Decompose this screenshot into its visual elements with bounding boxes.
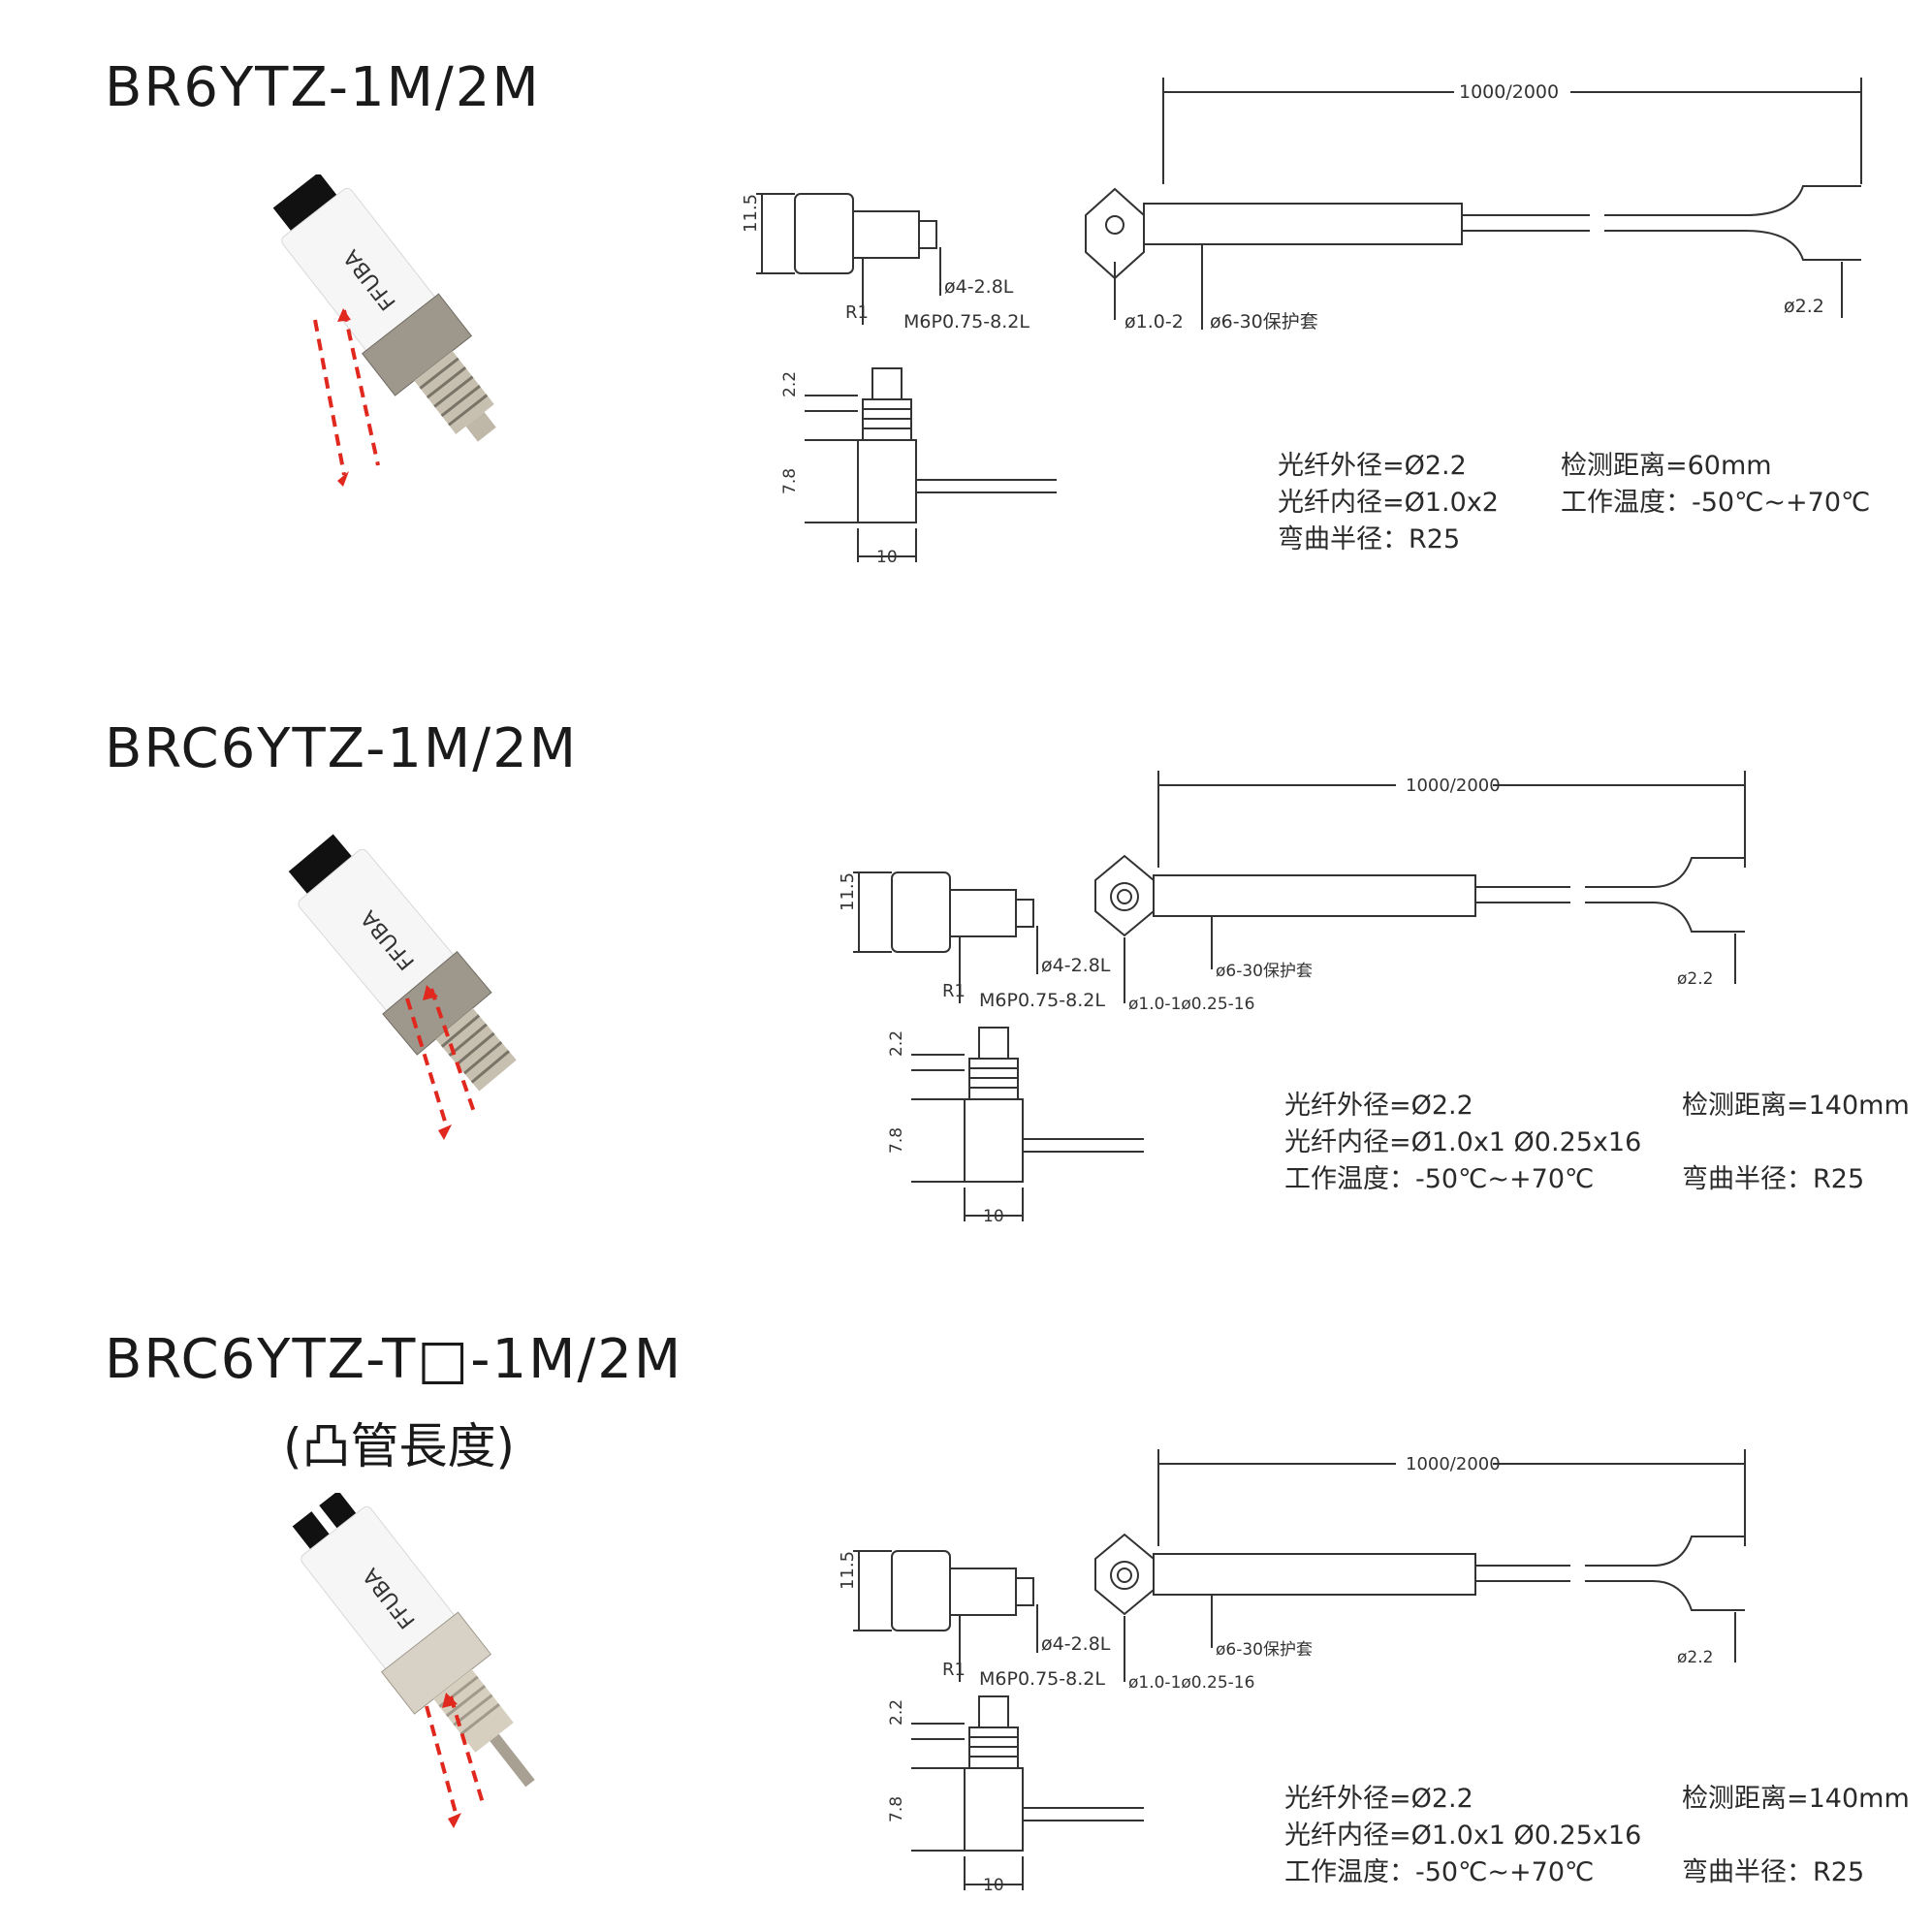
spec-line: 弯曲半径：R25 bbox=[1278, 524, 1461, 554]
section-1: BR6YTZ-1M/2M FFUBA bbox=[0, 0, 1932, 640]
product-photo: FFUBA bbox=[292, 1493, 535, 1828]
section-3: BRC6YTZ-T□-1M/2M (凸管長度) FFUBA bbox=[0, 1299, 1932, 1932]
side-body-label: 7.8 bbox=[887, 1127, 906, 1154]
length-label: 1000/2000 bbox=[1406, 776, 1501, 796]
spec-line: 工作温度：-50℃~+70℃ bbox=[1284, 1164, 1595, 1194]
spec-line: 光纤内径=Ø1.0x1 Ø0.25x16 bbox=[1284, 1821, 1642, 1851]
side-top-label: 2.2 bbox=[780, 371, 800, 397]
cable-drawing: 1000/2000 ø1.0-2 ø6-30保护套 ø2.2 bbox=[1085, 78, 1862, 333]
head-dia-label: ø1.0-2 bbox=[1124, 311, 1184, 333]
product-title: BR6YTZ-1M/2M bbox=[105, 56, 541, 119]
spec-line: 工作温度：-50℃~+70℃ bbox=[1561, 488, 1871, 518]
sleeve-label: ø6-30保护套 bbox=[1210, 311, 1318, 333]
top-view-drawing: 11.5 ø4-2.8L R1 M6P0.75-8.2L bbox=[741, 193, 1029, 333]
cable-drawing: 1000/2000 ø6-30保护套 ø1.0-1ø0.25-16 ø2.2 bbox=[1094, 1449, 1746, 1692]
top-view-drawing: 11.5 ø4-2.8L R1 M6P0.75-8.2L bbox=[838, 871, 1111, 1011]
radius-label: R1 bbox=[845, 302, 869, 323]
side-view-drawing: 2.2 7.8 10 bbox=[780, 367, 1057, 567]
spec-line: 光纤内径=Ø1.0x2 bbox=[1278, 488, 1499, 518]
thread-label: M6P0.75-8.2L bbox=[979, 990, 1105, 1011]
spec-line: 光纤外径=Ø2.2 bbox=[1284, 1784, 1473, 1814]
tip-dia-label: ø4-2.8L bbox=[1041, 955, 1111, 976]
spec-line: 弯曲半径：R25 bbox=[1682, 1857, 1865, 1887]
top-height-label: 11.5 bbox=[838, 872, 858, 911]
side-width-label: 10 bbox=[983, 1876, 1004, 1895]
section-2: BRC6YTZ-1M/2M FFUBA bbox=[0, 659, 1932, 1299]
top-height-label: 11.5 bbox=[838, 1551, 858, 1590]
side-body-label: 7.8 bbox=[887, 1796, 906, 1822]
sleeve-label: ø6-30保护套 bbox=[1216, 1640, 1313, 1660]
spec-line: 检测距离=60mm bbox=[1561, 451, 1772, 481]
spec-line: 光纤外径=Ø2.2 bbox=[1278, 451, 1467, 481]
specs-right: 检测距离=60mm 工作温度：-50℃~+70℃ bbox=[1561, 448, 1870, 522]
product-photo: FFUBA bbox=[288, 834, 517, 1140]
radius-label: R1 bbox=[942, 1660, 966, 1680]
thread-label: M6P0.75-8.2L bbox=[979, 1668, 1105, 1690]
tip-dia-label: ø4-2.8L bbox=[1041, 1633, 1111, 1655]
radius-label: R1 bbox=[942, 981, 966, 1001]
side-body-label: 7.8 bbox=[780, 468, 800, 494]
side-width-label: 10 bbox=[876, 548, 898, 567]
specs-right: 检测距离=140mm 弯曲半径：R25 bbox=[1682, 1781, 1910, 1891]
product-title: BRC6YTZ-T□-1M/2M bbox=[105, 1328, 683, 1391]
specs-left: 光纤外径=Ø2.2 光纤内径=Ø1.0x1 Ø0.25x16 工作温度：-50℃… bbox=[1284, 1088, 1641, 1198]
specs-right: 检测距离=140mm 弯曲半径：R25 bbox=[1682, 1088, 1910, 1198]
top-height-label: 11.5 bbox=[741, 194, 761, 233]
spec-line bbox=[1682, 1124, 1910, 1161]
side-top-label: 2.2 bbox=[887, 1699, 906, 1726]
spec-line: 弯曲半径：R25 bbox=[1682, 1164, 1865, 1194]
side-view-drawing: 2.2 7.8 10 bbox=[887, 1695, 1144, 1895]
spec-line: 工作温度：-50℃~+70℃ bbox=[1284, 1857, 1595, 1887]
product-photo: FFUBA bbox=[272, 174, 496, 487]
length-label: 1000/2000 bbox=[1406, 1454, 1501, 1474]
specs-left: 光纤外径=Ø2.2 光纤内径=Ø1.0x2 弯曲半径：R25 bbox=[1278, 448, 1499, 558]
side-view-drawing: 2.2 7.8 10 bbox=[887, 1027, 1144, 1226]
sleeve-label: ø6-30保护套 bbox=[1216, 962, 1313, 981]
product-title: BRC6YTZ-1M/2M bbox=[105, 717, 579, 780]
head-dia-label: ø1.0-1ø0.25-16 bbox=[1128, 1673, 1254, 1692]
spec-line: 检测距离=140mm bbox=[1682, 1091, 1910, 1121]
length-label: 1000/2000 bbox=[1459, 81, 1559, 103]
cable-drawing: 1000/2000 ø6-30保护套 ø1.0-1ø0.25-16 ø2.2 bbox=[1094, 771, 1746, 1013]
fiber-dia-label: ø2.2 bbox=[1677, 1648, 1713, 1667]
top-view-drawing: 11.5 ø4-2.8L R1 M6P0.75-8.2L bbox=[838, 1550, 1111, 1690]
head-dia-label: ø1.0-1ø0.25-16 bbox=[1128, 995, 1254, 1013]
thread-label: M6P0.75-8.2L bbox=[903, 311, 1029, 333]
specs-left: 光纤外径=Ø2.2 光纤内径=Ø1.0x1 Ø0.25x16 工作温度：-50℃… bbox=[1284, 1781, 1641, 1891]
spec-line: 光纤内径=Ø1.0x1 Ø0.25x16 bbox=[1284, 1127, 1642, 1157]
fiber-dia-label: ø2.2 bbox=[1784, 296, 1824, 317]
product-subtitle: (凸管長度) bbox=[283, 1418, 516, 1474]
side-top-label: 2.2 bbox=[887, 1030, 906, 1057]
side-width-label: 10 bbox=[983, 1207, 1004, 1226]
spec-line: 检测距离=140mm bbox=[1682, 1784, 1910, 1814]
spec-line bbox=[1682, 1818, 1910, 1854]
fiber-dia-label: ø2.2 bbox=[1677, 969, 1713, 989]
spec-line: 光纤外径=Ø2.2 bbox=[1284, 1091, 1473, 1121]
tip-dia-label: ø4-2.8L bbox=[944, 276, 1014, 298]
